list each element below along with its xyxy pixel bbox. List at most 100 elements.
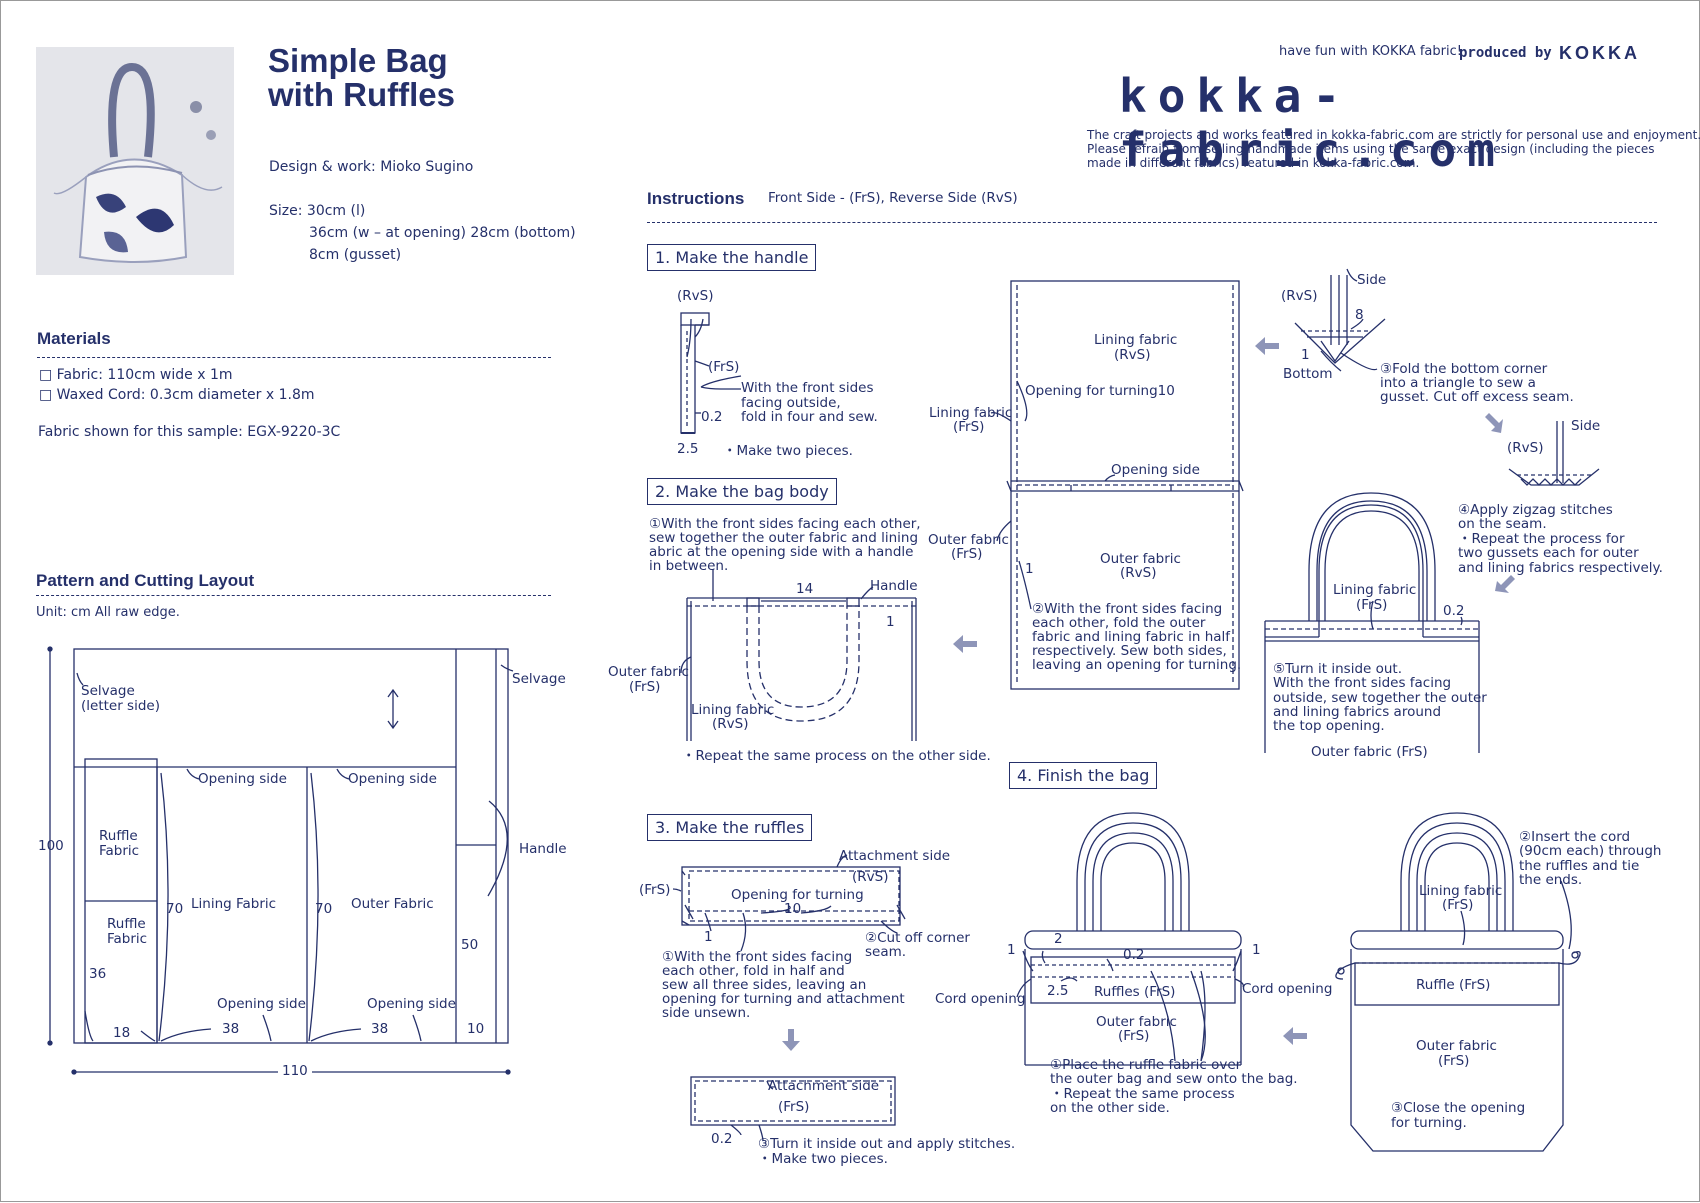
zigzag-note2: on the seam. xyxy=(1458,516,1547,532)
step4-cord-left: Cord opening xyxy=(935,991,1026,1007)
step2-outer1: Outer fabric xyxy=(608,664,689,680)
selvage-left-1: Selvage xyxy=(81,683,135,699)
panel-lining-frs1: Lining fabric xyxy=(929,405,1013,421)
step3-note2: each other, fold in half and xyxy=(662,963,845,979)
step3-note4: opening for turning and attachment xyxy=(662,991,905,1007)
step3-turn1: ③Turn it inside out and apply stitches. xyxy=(758,1136,1016,1152)
opening-top-1: Opening side xyxy=(198,771,287,787)
step4-place1: ①Place the ruffle fabric over xyxy=(1050,1057,1242,1073)
turn-note5: the top opening. xyxy=(1273,718,1385,734)
step2-note2: sew together the outer fabric and lining xyxy=(649,530,919,546)
dim-18: 18 xyxy=(113,1025,131,1041)
corner-d8: 8 xyxy=(1355,307,1364,323)
step3-rvs: (RvS) xyxy=(852,869,889,885)
panel-lining2: (RvS) xyxy=(1114,347,1151,363)
step3-note3: sew all three sides, leaving an xyxy=(662,977,867,993)
step4-place4: on the other side. xyxy=(1050,1100,1170,1116)
dim-50: 50 xyxy=(461,937,479,953)
zigzag-note1: ④Apply zigzag stitches xyxy=(1458,502,1613,518)
lining-fabric-label: Lining Fabric xyxy=(191,896,277,912)
panel-note5: leaving an opening for turning. xyxy=(1032,657,1242,673)
step4-d1b: 1 xyxy=(1252,942,1261,958)
step1-note2: facing outside, xyxy=(741,395,841,411)
corner-diagram xyxy=(1294,268,1600,593)
usage-notice-line3: made in different fabrics) featured in k… xyxy=(1087,156,1420,170)
zigzag-note3: ・Repeat the process for xyxy=(1458,531,1625,547)
panel-note1: ②With the front sides facing xyxy=(1032,601,1223,617)
pattern-divider xyxy=(36,595,551,596)
sample-fabric: Fabric shown for this sample: EGX-9220-3… xyxy=(38,424,341,440)
step4-d2: 2 xyxy=(1054,931,1063,947)
panel-note3: fabric and lining fabric in half xyxy=(1032,629,1231,645)
turn-note1: ⑤Turn it inside out. xyxy=(1273,661,1403,677)
panel-opening-side: Opening side xyxy=(1111,462,1200,478)
step3-title: 3. Make the ruffles xyxy=(647,814,813,841)
panel-note2: each other, fold the outer xyxy=(1032,615,1206,631)
corner-note2: into a triangle to sew a xyxy=(1380,375,1536,391)
material-fabric: □ Fabric: 110cm wide x 1m xyxy=(39,367,233,383)
dim-38b: 38 xyxy=(371,1021,389,1037)
panel-opening-turn: Opening for turning10 xyxy=(1025,383,1175,399)
usage-notice-line2: Please refrain from selling handmade ite… xyxy=(1087,142,1655,156)
step4-close2: for turning. xyxy=(1391,1115,1467,1131)
usage-notice-line1: The craft projects and works featured in… xyxy=(1087,128,1700,142)
turn-lining2: (FrS) xyxy=(1356,597,1388,613)
step1-note3: fold in four and sew. xyxy=(741,409,878,425)
step4-place3: ・Repeat the same process xyxy=(1050,1086,1235,1102)
step2-d1: 1 xyxy=(886,614,895,630)
step1-d02: 0.2 xyxy=(701,409,723,425)
selvage-right: Selvage xyxy=(512,671,566,687)
dim-70a: 70 xyxy=(166,901,184,917)
bag-body-diagram xyxy=(680,569,977,741)
dim-100: 100 xyxy=(38,838,64,854)
opening-top-2: Opening side xyxy=(348,771,437,787)
panel-outer-frs1: Outer fabric xyxy=(928,532,1009,548)
produced-by: produced by xyxy=(1459,45,1552,61)
tagline: have fun with KOKKA fabric! xyxy=(1279,44,1462,59)
step3-cut1: ②Cut off corner xyxy=(865,930,970,946)
opening-bottom-2: Opening side xyxy=(367,996,456,1012)
dim-36: 36 xyxy=(89,966,107,982)
step2-outer2: (FrS) xyxy=(629,679,661,695)
step2-note3: abric at the opening side with a handle xyxy=(649,544,914,560)
panel-lining1: Lining fabric xyxy=(1094,332,1178,348)
step1-d25: 2.5 xyxy=(677,441,699,457)
turn-outer: Outer fabric (FrS) xyxy=(1311,744,1428,760)
handle-label: Handle xyxy=(519,841,567,857)
step4-title: 4. Finish the bag xyxy=(1009,762,1158,789)
panel-lining-frs2: (FrS) xyxy=(953,419,985,435)
step1-note1: With the front sides xyxy=(741,380,874,396)
selvage-left-2: (letter side) xyxy=(81,698,160,714)
corner-rvs: (RvS) xyxy=(1281,288,1318,304)
step4-ruffles: Ruffles (FrS) xyxy=(1094,984,1176,1000)
usage-notice: The craft projects and works featured in… xyxy=(1087,128,1700,170)
step1-frs: (FrS) xyxy=(708,359,740,375)
step4-d1a: 1 xyxy=(1007,942,1016,958)
step2-note1: ①With the front sides facing each other, xyxy=(649,516,921,532)
step3-attach: Attachment side xyxy=(839,848,951,864)
step4-d02: 0.2 xyxy=(1123,947,1145,963)
step4-insert1: ②Insert the cord xyxy=(1519,829,1631,845)
panel-outer1: Outer fabric xyxy=(1100,551,1181,567)
step3-frs: (FrS) xyxy=(639,882,671,898)
step3-note1: ①With the front sides facing xyxy=(662,949,853,965)
step2-lining2: (RvS) xyxy=(712,716,749,732)
step3-opening: Opening for turning xyxy=(731,887,864,903)
step3-d02: 0.2 xyxy=(711,1131,733,1147)
step3-note5: side unsewn. xyxy=(662,1005,751,1021)
handle-diagram xyxy=(680,312,742,434)
sample-bag-photo xyxy=(36,47,234,275)
dim-10: 10 xyxy=(467,1021,485,1037)
corner-rvs2: (RvS) xyxy=(1507,440,1544,456)
step4-insert4: the ends. xyxy=(1519,872,1583,888)
materials-divider xyxy=(37,357,551,358)
corner-side2: Side xyxy=(1571,418,1601,434)
size-line1: Size: 30cm (l) xyxy=(269,203,366,219)
step4-outer1: Outer fabric xyxy=(1096,1014,1177,1030)
ruffle-1b: Fabric xyxy=(99,843,140,859)
step4-lining2: (FrS) xyxy=(1442,897,1474,913)
materials-title: Materials xyxy=(37,329,111,348)
step4-ruffle: Ruffle (FrS) xyxy=(1416,977,1491,993)
corner-bottom: Bottom xyxy=(1283,366,1333,382)
